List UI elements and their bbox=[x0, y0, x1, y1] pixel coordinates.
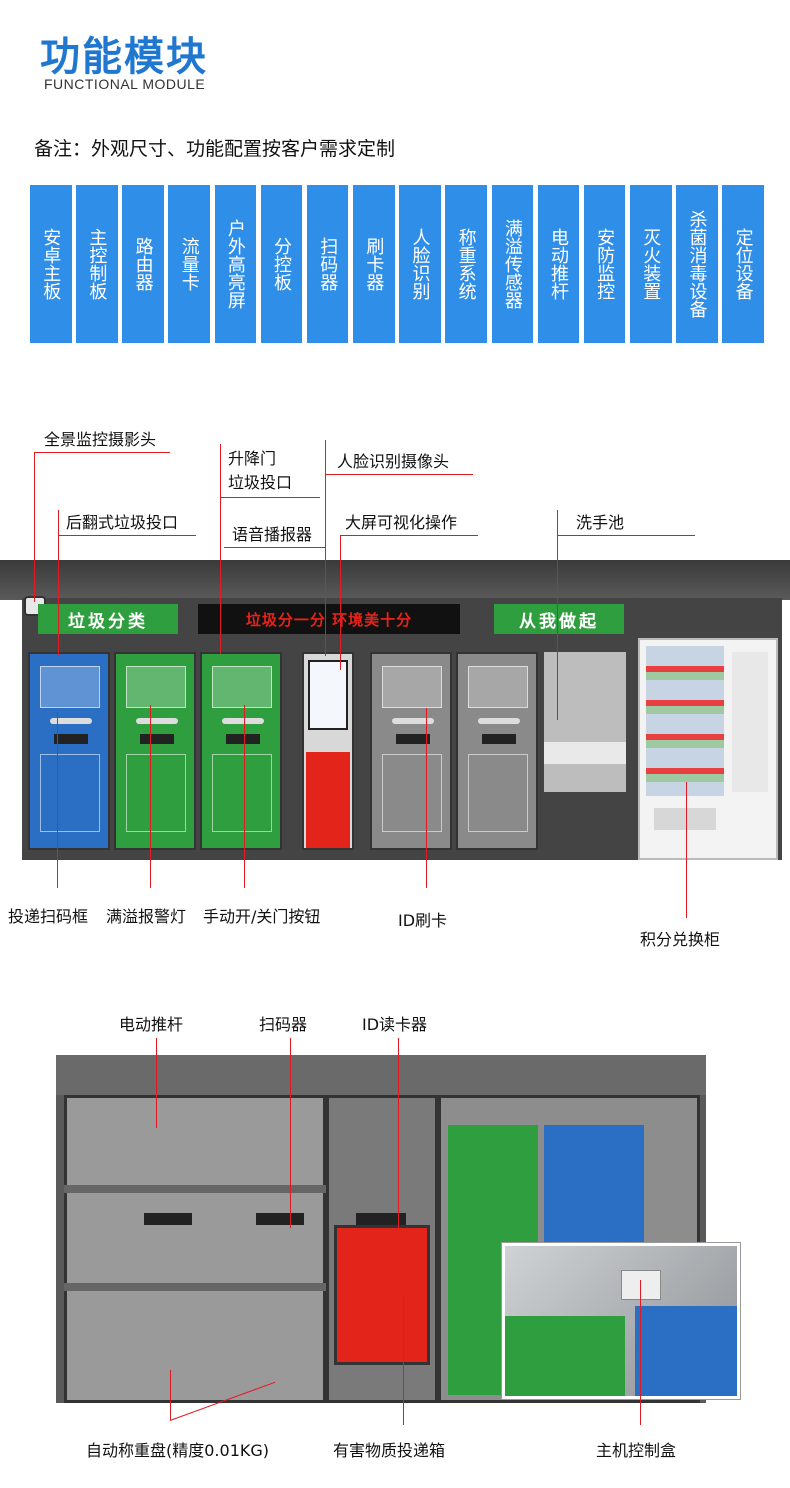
vending-cabinet bbox=[638, 638, 778, 860]
label-manual-button: 手动开/关门按钮 bbox=[203, 907, 321, 926]
module-item: 路由器 bbox=[122, 185, 164, 343]
sign-left: 垃圾分类 bbox=[38, 604, 178, 634]
control-box-icon bbox=[621, 1270, 661, 1300]
label-speaker: 语音播报器 bbox=[232, 525, 313, 544]
module-item: 主控制板 bbox=[76, 185, 118, 343]
sign-right: 从我做起 bbox=[494, 604, 624, 634]
label-scale: 自动称重盘(精度0.01KG) bbox=[86, 1441, 270, 1460]
label-big-screen: 大屏可视化操作 bbox=[345, 513, 458, 532]
module-item: 杀菌消毒设备 bbox=[676, 185, 718, 343]
module-item: 扫码器 bbox=[306, 185, 349, 343]
recycle-bin-gray bbox=[370, 652, 452, 850]
page-subtitle: FUNCTIONAL MODULE bbox=[44, 76, 206, 92]
module-item: 定位设备 bbox=[722, 185, 764, 343]
kiosk-exterior-illustration: 垃圾分类 垃圾分一分 环境美十分 从我做起 bbox=[0, 560, 790, 865]
module-item: 分控板 bbox=[260, 185, 303, 343]
customization-note: 备注：外观尺寸、功能配置按客户需求定制 bbox=[34, 138, 396, 160]
module-item: 人脸识别 bbox=[399, 185, 441, 343]
label-id-reader: ID读卡器 bbox=[362, 1015, 428, 1034]
module-item: 称重系统 bbox=[445, 185, 487, 343]
module-item: 安防监控 bbox=[583, 185, 626, 343]
internal-roof bbox=[56, 1055, 706, 1095]
recycle-bin-green-2 bbox=[200, 652, 282, 850]
label-hazard-box: 有害物质投递箱 bbox=[333, 1441, 446, 1460]
module-item: 户外高亮屏 bbox=[214, 185, 257, 343]
recycle-bin-gray-2 bbox=[456, 652, 538, 850]
module-list: 安卓主板 主控制板 路由器 流量卡 户外高亮屏 分控板 扫码器 刷卡器 人脸识别… bbox=[30, 185, 764, 343]
id-reader-icon bbox=[356, 1213, 406, 1225]
label-sink: 洗手池 bbox=[576, 513, 625, 532]
control-box-detail-inset bbox=[502, 1243, 740, 1399]
module-item: 流量卡 bbox=[168, 185, 210, 343]
module-item: 满溢传感器 bbox=[491, 185, 534, 343]
recycle-bin-blue bbox=[28, 652, 110, 850]
module-item: 电动推杆 bbox=[537, 185, 580, 343]
module-item: 刷卡器 bbox=[353, 185, 395, 343]
scanner-icon bbox=[144, 1213, 192, 1225]
label-actuator: 电动推杆 bbox=[119, 1015, 184, 1034]
label-lift-door-1: 升降门 bbox=[228, 449, 277, 468]
hazard-box bbox=[334, 1225, 430, 1365]
label-face-camera: 人脸识别摄像头 bbox=[337, 452, 450, 471]
scanner-icon-2 bbox=[256, 1213, 304, 1225]
module-item: 灭火装置 bbox=[630, 185, 672, 343]
label-flip-inlet: 后翻式垃圾投口 bbox=[66, 513, 179, 532]
label-control-box: 主机控制盒 bbox=[596, 1441, 677, 1460]
label-lift-door-2: 垃圾投口 bbox=[228, 473, 293, 492]
page-title: 功能模块 bbox=[40, 34, 208, 80]
label-scanner: 扫码器 bbox=[259, 1015, 308, 1034]
screen-and-hazard-unit bbox=[302, 652, 354, 850]
label-id-card: ID刷卡 bbox=[398, 911, 448, 930]
recycle-bin-green bbox=[114, 652, 196, 850]
label-overflow-light: 满溢报警灯 bbox=[106, 907, 187, 926]
label-scan-box: 投递扫码框 bbox=[8, 907, 89, 926]
internal-frame-left bbox=[64, 1095, 326, 1403]
kiosk-roof bbox=[0, 560, 790, 600]
label-points-cabinet: 积分兑换柜 bbox=[640, 930, 721, 949]
label-camera: 全景监控摄影头 bbox=[44, 430, 157, 449]
module-item: 安卓主板 bbox=[30, 185, 72, 343]
sign-center: 垃圾分一分 环境美十分 bbox=[198, 604, 460, 634]
